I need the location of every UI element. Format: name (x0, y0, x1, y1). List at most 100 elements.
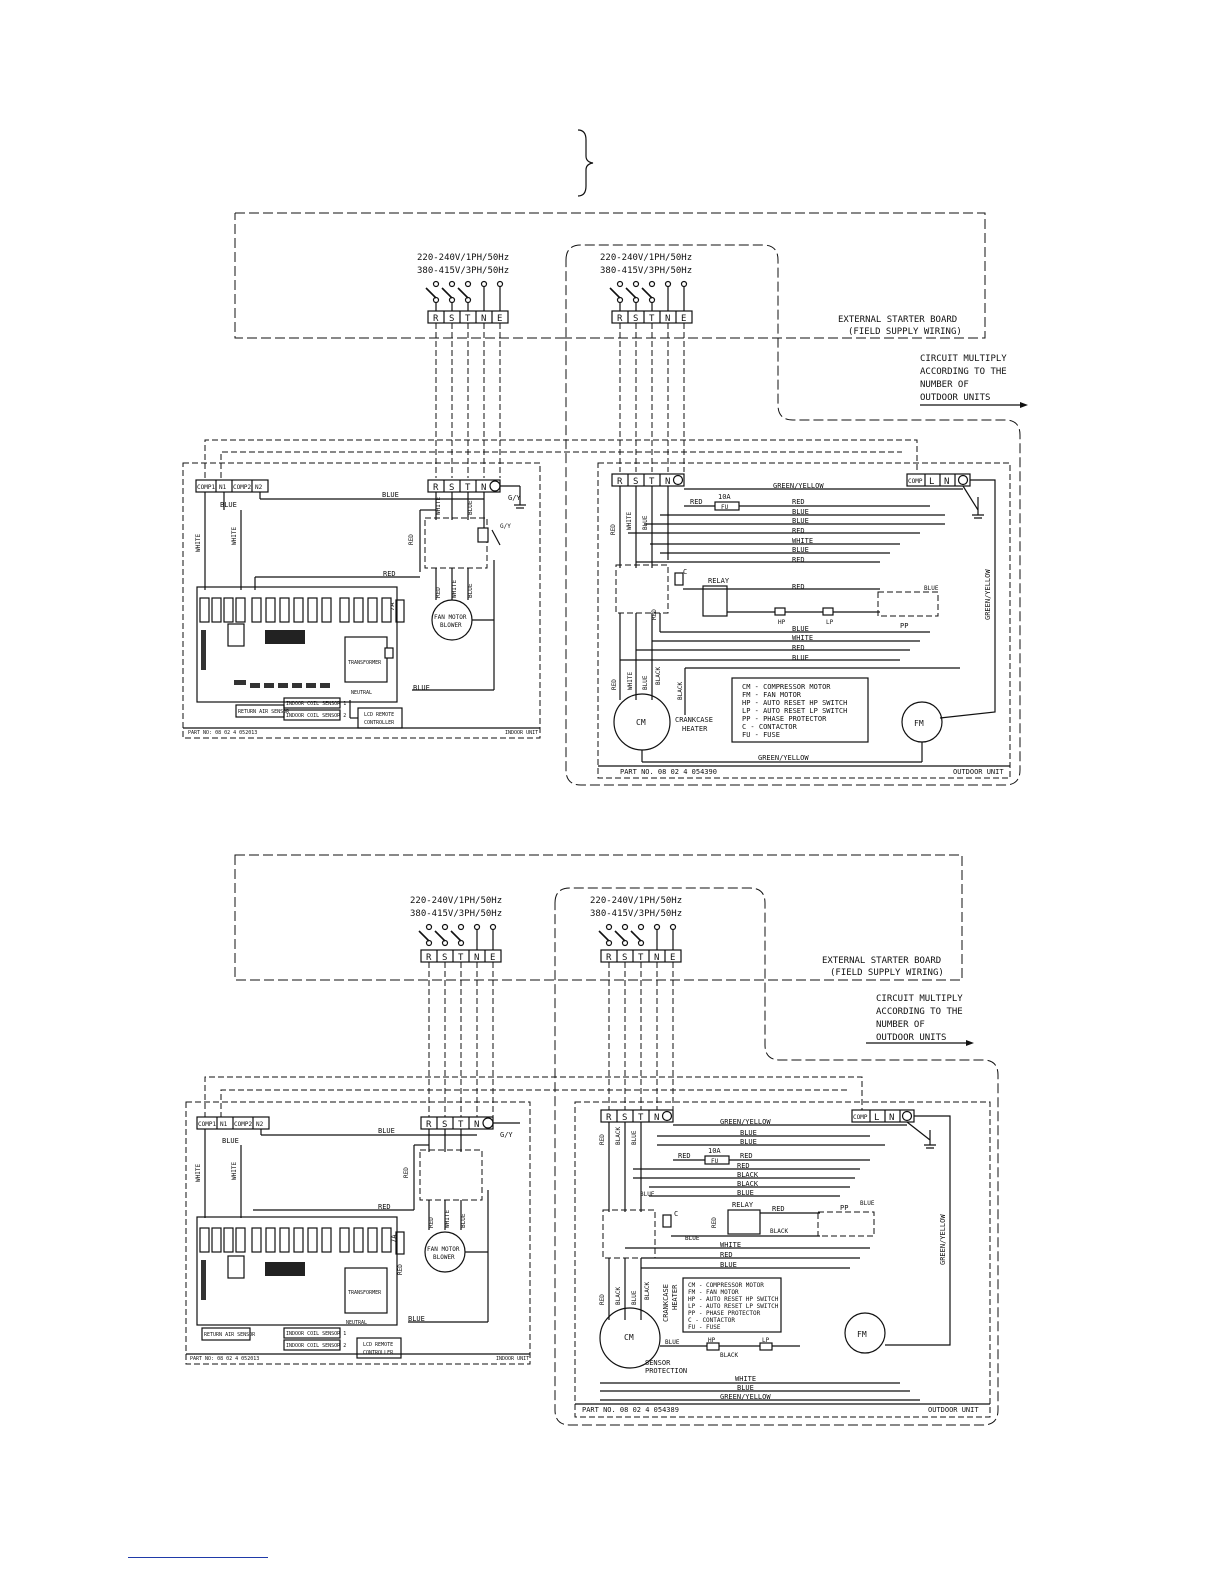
svg-text:BLACK: BLACK (615, 1287, 622, 1305)
svg-text:G/Y: G/Y (500, 523, 511, 530)
svg-text:C - CONTACTOR: C - CONTACTOR (688, 1317, 735, 1324)
fuse-10a (714, 501, 740, 511)
indoor-supply-terminal-block-2: R S T N E (420, 949, 502, 963)
svg-text:NEUTRAL: NEUTRAL (346, 1320, 367, 1326)
svg-text:T: T (649, 477, 655, 487)
svg-text:G/Y: G/Y (500, 1131, 513, 1139)
svg-text:CRANKCASE: CRANKCASE (662, 1284, 670, 1322)
svg-text:E: E (670, 953, 675, 963)
svg-text:INDOOR COIL SENSOR 2: INDOOR COIL SENSOR 2 (286, 713, 346, 719)
svg-text:BLUE: BLUE (631, 1130, 638, 1145)
fan-motor-icon (844, 1312, 886, 1354)
svg-text:NUMBER OF: NUMBER OF (920, 380, 969, 390)
svg-text:10A: 10A (708, 1147, 721, 1155)
svg-text:T: T (458, 953, 464, 963)
svg-text:INDOOR UNIT: INDOOR UNIT (505, 730, 538, 736)
svg-text:FM - FAN MOTOR: FM - FAN MOTOR (688, 1289, 739, 1296)
pcb-connectors (201, 623, 330, 688)
svg-text:BLUE: BLUE (631, 1290, 638, 1305)
supply-voltage-3ph: 380-415V/3PH/50Hz (417, 266, 509, 276)
svg-text:FU - FUSE: FU - FUSE (742, 731, 780, 739)
svg-text:E: E (681, 314, 686, 324)
svg-text:GREEN/YELLOW: GREEN/YELLOW (720, 1393, 771, 1401)
svg-text:R: R (426, 1120, 432, 1130)
transformer-box (344, 636, 388, 683)
svg-text:WHITE: WHITE (231, 527, 238, 545)
svg-text:BLUE: BLUE (860, 1200, 875, 1207)
svg-text:INDOOR COIL SENSOR 2: INDOOR COIL SENSOR 2 (286, 1343, 346, 1349)
svg-text:BLUE: BLUE (382, 491, 399, 499)
svg-text:R: R (426, 953, 432, 963)
fuse-10a (704, 1155, 730, 1165)
svg-text:BLOWER: BLOWER (440, 622, 462, 629)
outdoor-supply-terminal-block: R S T N E (611, 310, 693, 324)
svg-text:LP: LP (826, 619, 834, 626)
svg-text:T: T (649, 314, 655, 324)
svg-text:OUTDOOR UNITS: OUTDOOR UNITS (876, 1033, 946, 1043)
svg-text:S: S (442, 1120, 447, 1130)
svg-text:COMP: COMP (853, 1114, 868, 1121)
svg-text:10A: 10A (718, 493, 731, 501)
svg-text:T: T (638, 953, 644, 963)
brace-mark (577, 129, 594, 197)
svg-text:N: N (944, 477, 949, 487)
svg-text:COMP1: COMP1 (197, 484, 215, 491)
svg-text:BLUE: BLUE (720, 1261, 737, 1269)
svg-text:E: E (497, 314, 502, 324)
svg-text:R: R (606, 953, 612, 963)
svg-text:OUTDOOR UNIT: OUTDOOR UNIT (928, 1406, 979, 1414)
svg-text:WHITE: WHITE (444, 1210, 451, 1228)
svg-text:N: N (654, 953, 659, 963)
svg-text:INDOOR COIL SENSOR 1: INDOOR COIL SENSOR 1 (286, 701, 346, 707)
svg-text:GREEN/YELLOW: GREEN/YELLOW (984, 569, 992, 620)
svg-text:7A: 7A (388, 602, 396, 611)
svg-text:RED: RED (690, 498, 703, 506)
svg-text:HEATER: HEATER (671, 1284, 679, 1310)
circuit-multiply-note-2: CIRCUIT MULTIPLY ACCORDING TO THE NUMBER… (866, 994, 974, 1046)
svg-text:BLACK: BLACK (737, 1171, 759, 1179)
svg-text:GREEN/YELLOW: GREEN/YELLOW (720, 1118, 771, 1126)
svg-text:LP - AUTO RESET LP SWITCH: LP - AUTO RESET LP SWITCH (742, 707, 847, 715)
lp-switch (822, 607, 834, 616)
svg-text:N: N (481, 314, 486, 324)
outdoor-supply-switches (609, 280, 688, 311)
interconnect-cable-2 (220, 451, 902, 478)
svg-text:RED: RED (403, 1167, 410, 1178)
phase-protector (877, 591, 939, 617)
svg-text:CRANKCASE: CRANKCASE (675, 716, 713, 724)
svg-text:BLUE: BLUE (792, 517, 809, 525)
svg-text:GREEN/YELLOW: GREEN/YELLOW (939, 1214, 947, 1265)
microcontroller-chip (265, 630, 305, 644)
svg-text:BLUE: BLUE (792, 654, 809, 662)
compressor-motor-icon (599, 1307, 661, 1369)
outdoor-supply-terminal-block-2: R S T N E (600, 949, 682, 963)
field-wiring-indoor (435, 323, 501, 478)
svg-text:WHITE: WHITE (735, 1375, 756, 1383)
svg-text:BLUE: BLUE (642, 675, 649, 690)
legend-box (682, 1277, 782, 1333)
relay-box (702, 585, 728, 617)
svg-text:WHITE: WHITE (792, 634, 813, 642)
svg-text:T: T (465, 483, 471, 493)
svg-text:FM - FAN MOTOR: FM - FAN MOTOR (742, 691, 802, 699)
svg-text:T: T (465, 314, 471, 324)
svg-text:N: N (481, 483, 486, 493)
svg-text:RED: RED (711, 1217, 718, 1228)
legend-box (731, 677, 869, 743)
svg-text:BLUE: BLUE (792, 546, 809, 554)
svg-text:PP - PHASE PROTECTOR: PP - PHASE PROTECTOR (742, 715, 827, 723)
svg-text:RED: RED (610, 524, 617, 535)
svg-text:SENSOR: SENSOR (645, 1359, 671, 1367)
indoor-supply-switches-2 (418, 923, 497, 950)
svg-text:G/Y: G/Y (508, 494, 521, 502)
svg-text:R: R (433, 314, 439, 324)
svg-text:FU - FUSE: FU - FUSE (688, 1324, 721, 1331)
svg-text:RED: RED (792, 644, 805, 652)
svg-text:FM: FM (914, 719, 924, 728)
outdoor-unit-2: R S T N COMP L N GREEN/YELLOW GREEN/YELL… (574, 1101, 991, 1418)
svg-text:HP: HP (708, 1337, 716, 1344)
indoor-coil-sensor-2 (283, 709, 341, 721)
svg-text:ACCORDING TO THE: ACCORDING TO THE (920, 367, 1007, 377)
indoor-unit-2: COMP1 N1 COMP2 N2 R S T N G/Y BLUE BLUE … (185, 1101, 531, 1365)
circuit-multiply-note: CIRCUIT MULTIPLY ACCORDING TO THE NUMBER… (920, 354, 1028, 408)
